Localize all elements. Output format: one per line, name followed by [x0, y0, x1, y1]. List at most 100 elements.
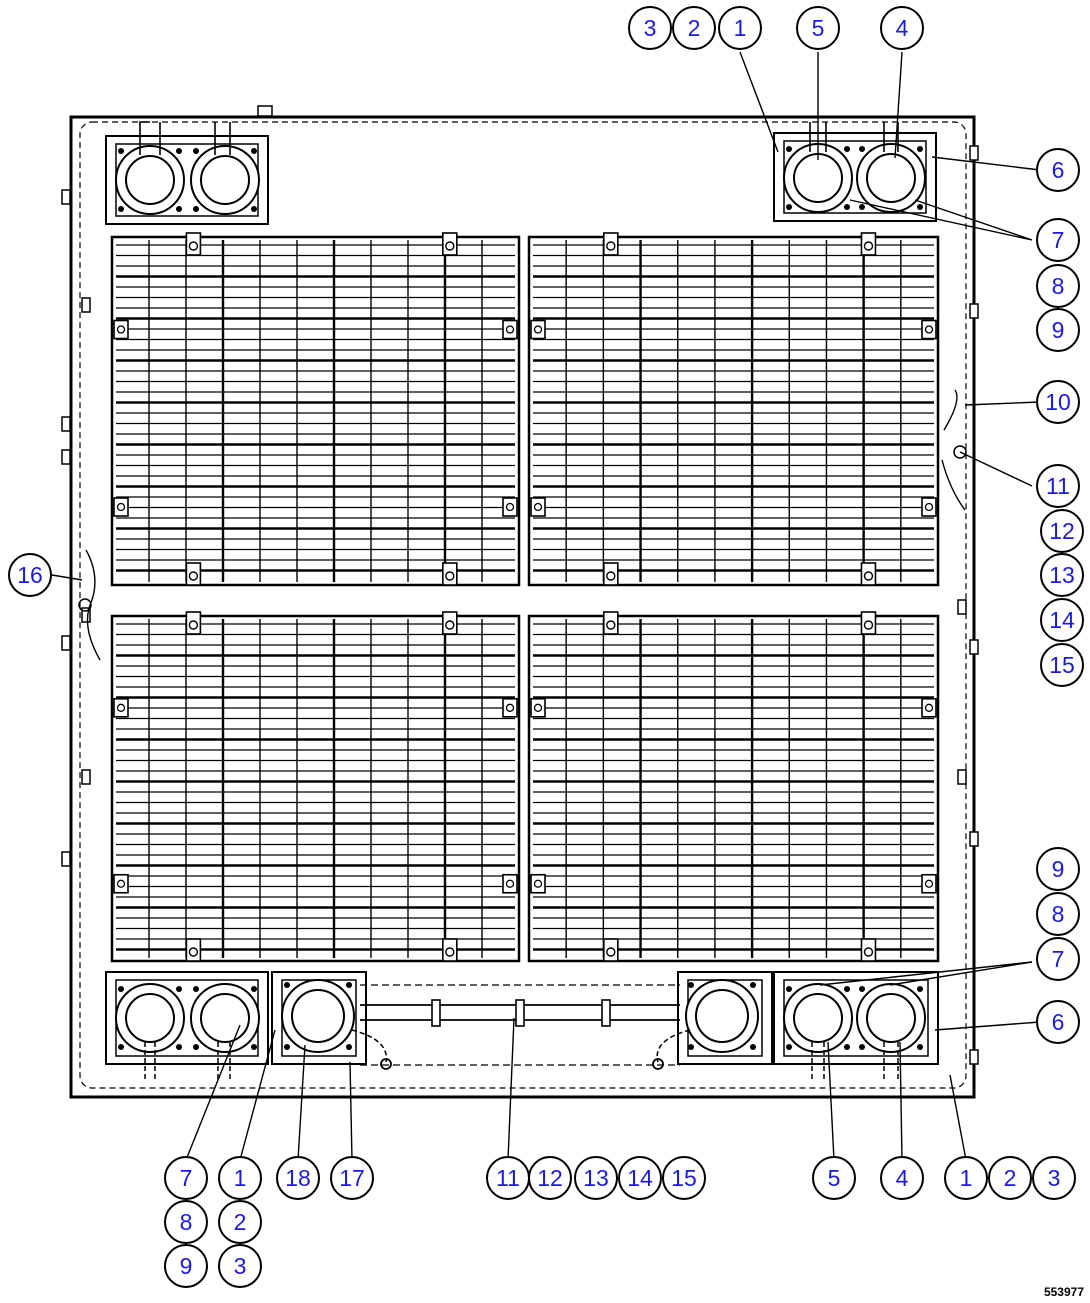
port-bolt — [251, 148, 257, 154]
mount-clip-hole — [606, 571, 616, 581]
side-clip-hole — [116, 325, 126, 334]
mount-clip-hole — [188, 947, 199, 957]
callout-top: 5 — [796, 6, 840, 50]
callout-circle — [1036, 464, 1080, 508]
callout-number: 11 — [496, 1165, 520, 1191]
pipe-top-left — [139, 121, 231, 155]
port-box-bottom-mid-right — [677, 971, 773, 1065]
core-panel-bottom-left — [110, 611, 521, 963]
port-bolt — [786, 146, 792, 152]
leader-line — [185, 1024, 241, 1161]
callout-number: 3 — [234, 1253, 247, 1279]
callout-number: 4 — [896, 15, 909, 41]
side-clip-hole — [533, 879, 543, 888]
port-bolt — [844, 146, 850, 152]
mount-clip-hole — [863, 571, 874, 581]
side-clip — [113, 319, 129, 340]
hose-clamp — [431, 999, 441, 1027]
port-bolt — [118, 986, 124, 992]
mount-clip — [442, 232, 458, 256]
callout-number: 9 — [1052, 317, 1065, 343]
port-bolt — [251, 206, 257, 212]
callout-number: 12 — [537, 1165, 563, 1191]
callout-number: 1 — [734, 15, 747, 41]
callout-bottom: 12 — [528, 1156, 572, 1200]
port-bolt — [859, 986, 865, 992]
callout-number: 13 — [1049, 562, 1075, 588]
drain-fitting-left — [380, 1058, 392, 1070]
callout-number: 3 — [1048, 1165, 1061, 1191]
callout-right-top: 14 — [1040, 598, 1084, 642]
side-bracket — [957, 769, 967, 785]
callout-bottom: 14 — [618, 1156, 662, 1200]
side-bracket — [61, 635, 71, 651]
mount-clip-hole — [606, 947, 616, 957]
side-clip-hole — [533, 502, 543, 512]
callout-number: 18 — [285, 1165, 311, 1191]
port-bore — [125, 155, 175, 205]
side-clip-hole — [924, 325, 934, 334]
pipe-bottom-right — [811, 1042, 899, 1082]
callout-number: 15 — [1049, 652, 1075, 678]
callout-circle — [8, 553, 52, 597]
side-clip — [921, 873, 937, 894]
core-panel-top-right — [527, 232, 940, 587]
side-bracket — [957, 599, 967, 615]
port-box-top-right — [773, 132, 937, 222]
leader-line — [894, 51, 903, 159]
break-mark-right — [941, 389, 966, 511]
leader-line — [949, 1074, 967, 1161]
callout-circle — [1036, 937, 1080, 981]
callout-right-bottom: 8 — [1036, 892, 1080, 936]
side-clip-hole — [505, 703, 515, 712]
top-tab — [257, 105, 273, 117]
port-bore — [866, 993, 916, 1043]
callout-bottom: 4 — [880, 1156, 924, 1200]
callout-bottom-stack-mid: 2 — [218, 1200, 262, 1244]
mount-clip — [860, 938, 877, 962]
callout-top: 1 — [718, 6, 762, 50]
callout-right-bottom: 9 — [1036, 847, 1080, 891]
leader-line — [819, 961, 1033, 986]
mount-clip — [185, 232, 202, 256]
mount-clip-hole — [445, 571, 455, 581]
callout-circle — [164, 1244, 208, 1288]
port-bolt — [844, 986, 850, 992]
mount-clip-hole — [188, 620, 199, 630]
mount-clip-hole — [188, 241, 199, 251]
callout-number: 17 — [339, 1165, 365, 1191]
callout-number: 2 — [1004, 1165, 1017, 1191]
leader-line — [931, 156, 1041, 171]
callout-circle — [1036, 847, 1080, 891]
callout-bottom: 5 — [812, 1156, 856, 1200]
port-box-top-left — [105, 135, 269, 225]
side-clip — [502, 319, 518, 340]
hose-clamp — [515, 999, 525, 1027]
pipe-top-right — [809, 122, 899, 152]
side-clip-hole — [116, 502, 126, 512]
port-bolt — [176, 148, 182, 154]
port-bolt — [917, 204, 923, 210]
callout-circle — [218, 1244, 262, 1288]
callout-number: 2 — [234, 1209, 247, 1235]
port-bottom-right-a — [783, 983, 853, 1053]
callout-right-bottom: 6 — [1036, 1000, 1080, 1044]
port-box-bottom-mid-left — [271, 971, 367, 1065]
port-bolt — [859, 204, 865, 210]
side-bracket — [61, 851, 71, 867]
side-clip — [921, 319, 937, 340]
side-bracket — [81, 607, 91, 623]
leader-line — [827, 1041, 835, 1161]
callout-circle — [1040, 509, 1084, 553]
callout-number: 14 — [1049, 607, 1075, 633]
port-bolt — [193, 148, 199, 154]
callout-number: 12 — [1049, 518, 1075, 544]
callout-circle — [276, 1156, 320, 1200]
mount-clip-hole — [606, 620, 616, 630]
port-bolt — [176, 1044, 182, 1050]
mount-clip-hole — [445, 620, 455, 630]
port-bore — [291, 989, 345, 1043]
port-bolt — [859, 146, 865, 152]
callout-circle — [1040, 643, 1084, 687]
